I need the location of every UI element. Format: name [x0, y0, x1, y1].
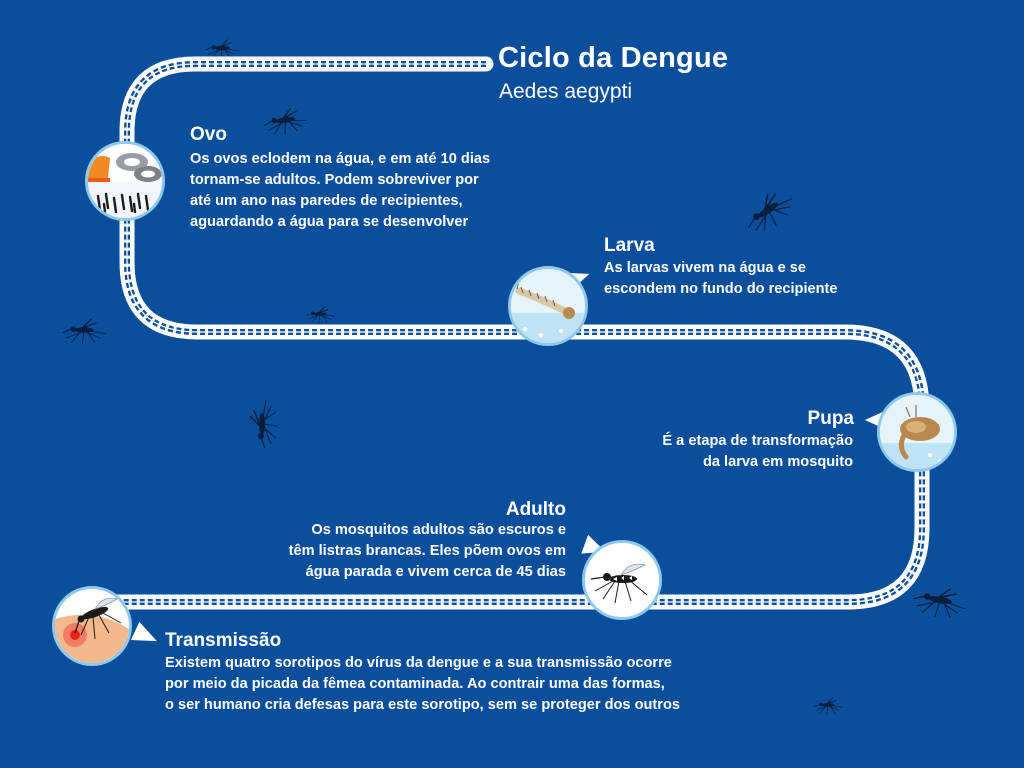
adulto-description: Os mosquitos adultos são escuros e têm l…	[288, 522, 566, 580]
pupa-stage-circle	[877, 392, 957, 472]
page-title: Ciclo da Dengue	[498, 42, 729, 74]
transmissao-title: Transmissão	[165, 630, 282, 651]
larva-stage-circle	[508, 266, 588, 346]
transmissao-stage-circle	[52, 586, 132, 666]
ovo-stage-circle	[85, 141, 165, 221]
pupa-icon	[880, 395, 954, 469]
transmissao-description: Existem quatro sorotipos do vírus da den…	[165, 655, 680, 713]
larva-description: As larvas vivem na água e se escondem no…	[604, 260, 838, 297]
page-subtitle: Aedes aegypti	[499, 80, 633, 103]
adulto-title: Adulto	[505, 499, 566, 520]
adulto-stage-circle	[582, 540, 662, 620]
pupa-title: Pupa	[807, 408, 854, 429]
mosquito-icon	[585, 543, 659, 617]
ovo-title: Ovo	[190, 124, 227, 145]
egg-container-icon	[88, 144, 162, 218]
ovo-description: Os ovos eclodem na água, e em até 10 dia…	[190, 151, 491, 230]
pupa-description: É a etapa de transformação da larva em m…	[662, 433, 853, 470]
larva-icon	[511, 269, 585, 343]
larva-title: Larva	[604, 235, 655, 256]
mosquito-bite-icon	[55, 589, 129, 663]
